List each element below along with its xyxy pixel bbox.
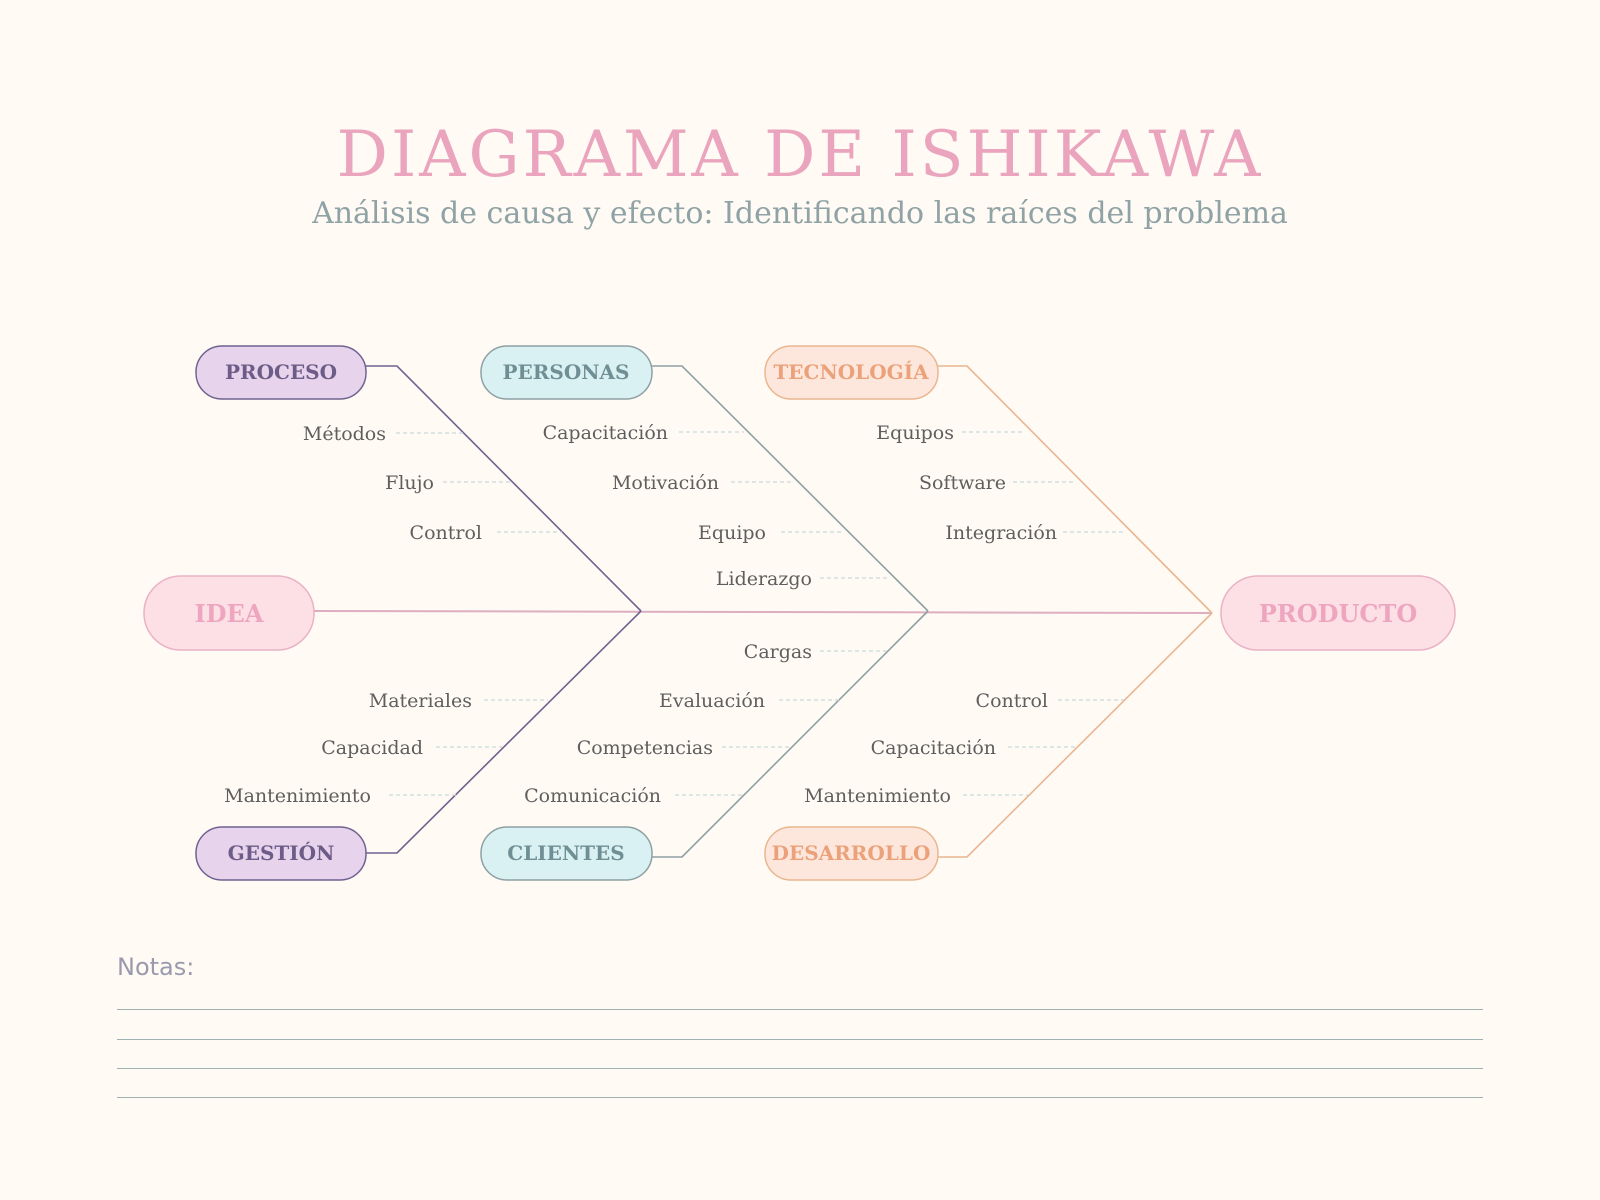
cause-label: Capacidad [321, 737, 423, 759]
end-node: PRODUCTO [1220, 575, 1456, 651]
page-title: DIAGRAMA DE ISHIKAWA [336, 118, 1264, 192]
cause-connectors [389, 431, 1124, 796]
cause-label: Evaluación [659, 690, 765, 712]
main-spine [312, 610, 1213, 614]
start-label: IDEA [195, 599, 264, 628]
bone-clientes [651, 610, 929, 858]
category-label-gestion: GESTIÓN [228, 840, 335, 865]
cause-label: Equipo [698, 522, 766, 544]
start-node: IDEA [143, 575, 315, 651]
bone-desarrollo [937, 612, 1213, 858]
cause-label: Métodos [303, 423, 386, 445]
cause-label: Mantenimiento [224, 785, 371, 807]
cause-label: Capacitación [543, 422, 668, 444]
category-personas: PERSONAS [480, 345, 653, 400]
bone-proceso [365, 365, 642, 612]
cause-label: Motivación [612, 472, 719, 494]
category-gestion: GESTIÓN [195, 826, 367, 881]
category-tecnologia: TECNOLOGÍA [764, 345, 939, 400]
notes-label: Notas: [117, 953, 195, 981]
category-label-desarrollo: DESARROLLO [772, 841, 931, 865]
cause-label: Flujo [385, 472, 434, 494]
bone-personas [651, 365, 929, 612]
cause-label: Cargas [744, 641, 812, 663]
notes-line[interactable] [117, 1039, 1483, 1040]
notes-line[interactable] [117, 1009, 1483, 1010]
page-subtitle: Análisis de causa y efecto: Identificand… [312, 196, 1288, 231]
bone-gestion [365, 610, 642, 854]
cause-label: Competencias [577, 737, 713, 759]
cause-label: Integración [945, 522, 1057, 544]
category-clientes: CLIENTES [480, 826, 653, 881]
bone-tecnologia [937, 365, 1213, 614]
cause-label: Equipos [876, 422, 954, 444]
notes-line[interactable] [117, 1097, 1483, 1098]
category-label-proceso: PROCESO [225, 360, 337, 384]
cause-label: Software [919, 472, 1006, 494]
cause-label: Comunicación [524, 785, 661, 807]
cause-label: Control [410, 522, 482, 544]
cause-label: Mantenimiento [804, 785, 951, 807]
category-label-clientes: CLIENTES [507, 841, 624, 865]
end-label: PRODUCTO [1259, 599, 1418, 628]
category-desarrollo: DESARROLLO [764, 826, 939, 881]
cause-label: Control [976, 690, 1048, 712]
category-proceso: PROCESO [195, 345, 367, 400]
cause-label: Liderazgo [716, 568, 812, 590]
notes-line[interactable] [117, 1068, 1483, 1069]
cause-label: Capacitación [871, 737, 996, 759]
category-label-personas: PERSONAS [502, 360, 629, 384]
category-label-tecnologia: TECNOLOGÍA [773, 360, 929, 384]
cause-label: Materiales [369, 690, 472, 712]
